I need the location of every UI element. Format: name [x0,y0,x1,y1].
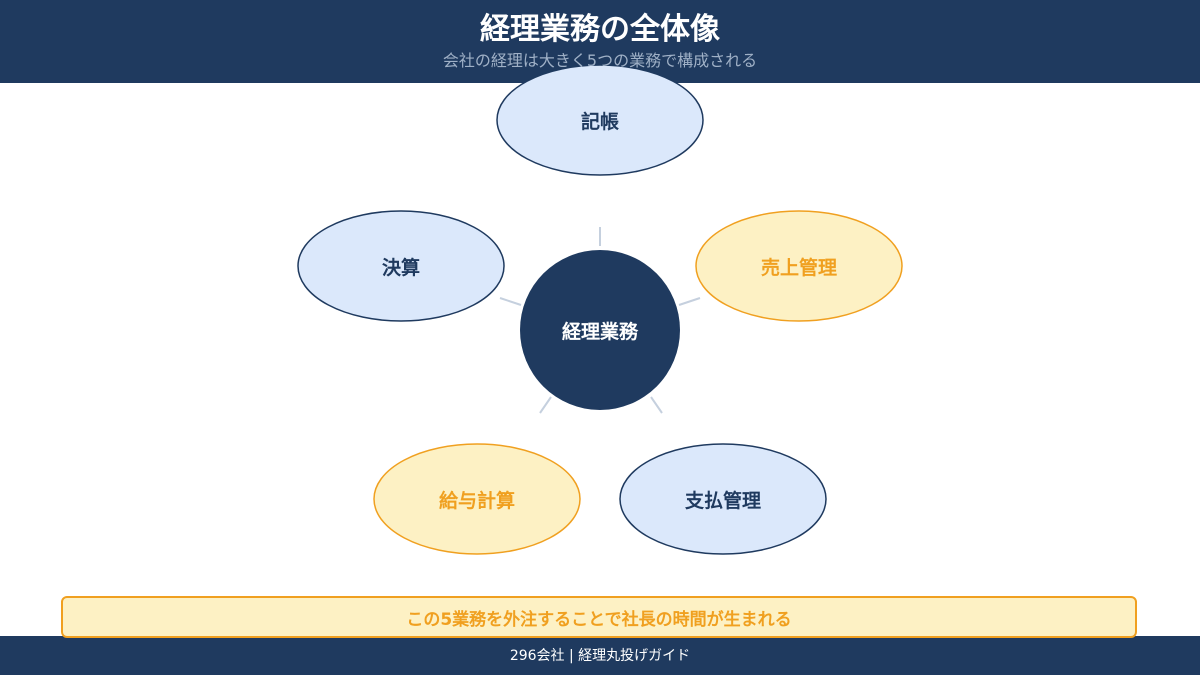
node-shiharai-label: 支払管理 [684,489,761,512]
page-subtitle: 会社の経理は大きく5つの業務で構成される [442,51,758,70]
node-kessan-label: 決算 [381,256,420,279]
node-kyuyo-label: 給与計算 [438,489,515,512]
center-node-shape [520,250,680,410]
callout-text: この5業務を外注することで社長の時間が生まれる [406,609,792,630]
page-title: 経理業務の全体像 [480,12,720,47]
callout-box: この5業務を外注することで社長の時間が生まれる [61,596,1137,638]
node-uriage-label: 売上管理 [760,256,837,279]
node-shiharai-shape [619,443,827,555]
node-uriage-shape [695,210,903,322]
footer-bar [0,636,1200,675]
node-kicho-label: 記帳 [580,110,619,133]
center-node-label: 経理業務 [561,320,638,343]
connector-lines [499,227,701,414]
footer-text: 296会社 | 経理丸投げガイド [509,648,691,664]
node-kicho-shape [496,64,704,176]
node-kyuyo-shape [373,443,581,555]
node-kessan-shape [297,210,505,322]
